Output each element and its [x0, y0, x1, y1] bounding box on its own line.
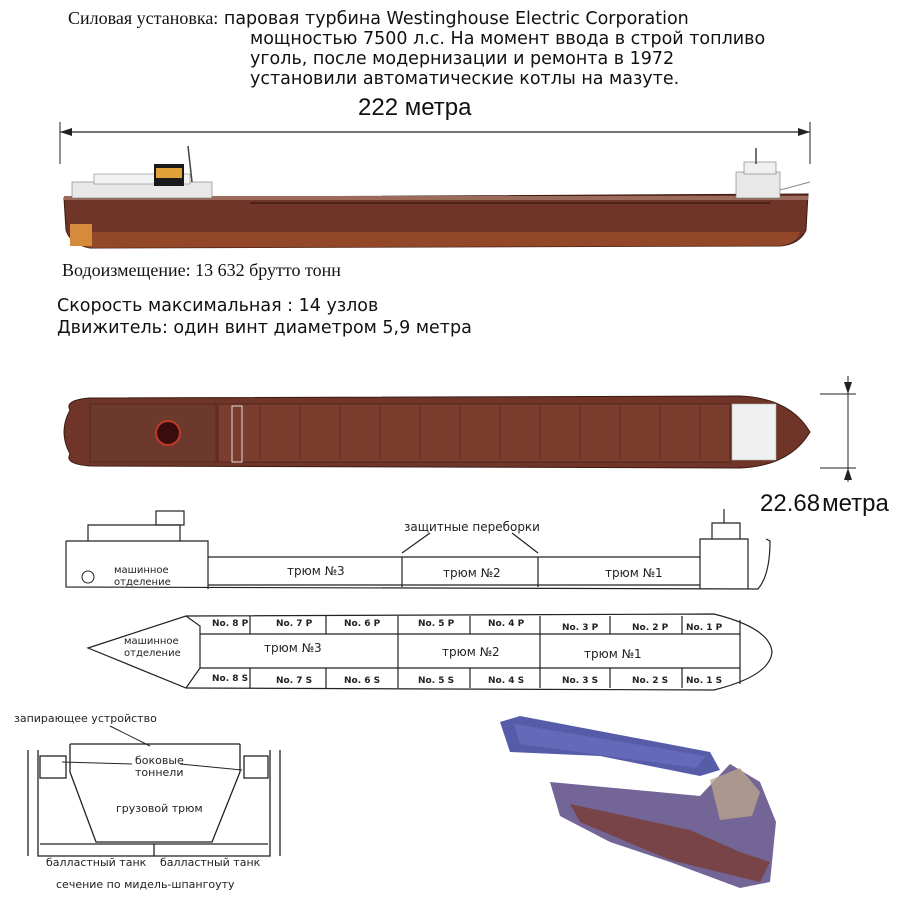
section-tunnel-left: [39, 755, 67, 779]
bulkhead-pointer-2: [511, 532, 539, 554]
port-tank-5: No. 5 P: [418, 619, 455, 629]
funnel-band: [156, 168, 182, 178]
beam-arrow-bottom-icon: [844, 468, 852, 480]
power-plant-line-3: уголь, после модернизации и ремонта в 19…: [250, 49, 675, 69]
profile-funnel: [155, 510, 185, 526]
profile-bulkheads-label: защитные переборки: [404, 520, 540, 534]
stbd-tank-labels: No. 8 S No. 7 S No. 6 S No. 5 S No. 4 S …: [212, 674, 722, 686]
plan-engine-room-line-2: отделение: [124, 648, 181, 659]
port-tank-1: No. 1 P: [686, 623, 723, 633]
top-forecastle: [731, 403, 777, 461]
arrowhead-left-icon: [60, 128, 72, 136]
power-plant-line-2: мощностью 7500 л.с. На момент ввода в ст…: [250, 29, 766, 49]
plan-engine-room-line-1: машинное: [124, 636, 179, 647]
bulkhead-pointer-1: [401, 532, 431, 554]
ballast-tank-right: балластный танк: [160, 856, 261, 869]
side-tunnels-line-2: тоннели: [135, 766, 183, 779]
profile-hold-2: трюм №2: [443, 566, 501, 580]
top-view-illustration: [63, 376, 856, 482]
max-speed-text: Скорость максимальная : 14 узлов: [57, 296, 379, 316]
beam-arrow-top-icon: [844, 382, 852, 394]
propulsion-text: Движитель: один винт диаметром 5,9 метра: [57, 318, 472, 338]
top-aft-superstructure-deck: [89, 403, 217, 463]
profile-engine-room-line-2: отделение: [114, 577, 171, 588]
beam-unit: метра: [822, 490, 889, 517]
side-tunnels-line-1: боковые: [135, 754, 184, 767]
plan-inner-hull: [185, 615, 201, 689]
stbd-tank-8: No. 8 S: [212, 674, 248, 684]
side-deck-line: [64, 196, 808, 200]
top-funnel: [155, 420, 181, 446]
aft-mast: [187, 145, 193, 183]
port-tank-2: No. 2 P: [632, 623, 669, 633]
top-deck-cargo: [217, 403, 731, 463]
side-view-illustration: [59, 122, 811, 249]
stbd-tank-7: No. 7 S: [276, 676, 312, 686]
stbd-tank-3: No. 3 S: [562, 676, 598, 686]
power-plant-text: Силовая установка: паровая турбина Westi…: [68, 8, 765, 89]
displacement-text: Водоизмещение: 13 632 брутто тонн: [62, 260, 341, 280]
aft-deckhouse: [93, 173, 191, 185]
wreck-illustration: [500, 716, 776, 888]
plan-hold-1: трюм №1: [584, 647, 642, 661]
beam-label: 22.68метра: [760, 490, 889, 518]
plan-hold-2: трюм №2: [442, 645, 500, 659]
length-label: 222 метра: [358, 94, 472, 121]
cargo-hold-label: грузовой трюм: [116, 802, 203, 815]
plan-hull-outline: [86, 613, 773, 691]
side-hull-bottom: [70, 232, 800, 248]
port-tank-labels: No. 8 P No. 7 P No. 6 P No. 5 P No. 4 P …: [212, 619, 723, 633]
rudder-shape: [70, 224, 92, 246]
beam-value: 22.68: [760, 490, 821, 517]
port-tank-4: No. 4 P: [488, 619, 525, 629]
profile-aft-deckhouse: [87, 524, 181, 541]
section-hatch-sides: [69, 744, 241, 750]
ballast-tank-left: балластный танк: [46, 856, 147, 869]
port-tank-8: No. 8 P: [212, 619, 249, 629]
wreck-superstructure: [710, 768, 760, 820]
plan-diagram: No. 8 P No. 7 P No. 6 P No. 5 P No. 4 P …: [86, 613, 773, 691]
fwd-bow-rail: [779, 181, 811, 191]
arrowhead-right-icon: [798, 128, 810, 136]
profile-fwd-house: [699, 538, 749, 589]
profile-hold-3: трюм №3: [287, 564, 345, 578]
fwd-pilothouse: [743, 161, 777, 175]
locking-device-label: запирающее устройство: [14, 712, 157, 725]
tunnel-arrow-right-icon: [179, 763, 243, 771]
port-tank-6: No. 6 P: [344, 619, 381, 629]
wreck-hull-rust: [570, 804, 770, 882]
power-plant-line-4: установили автоматические котлы на мазут…: [250, 69, 680, 89]
side-hatches: [250, 202, 770, 204]
stbd-tank-1: No. 1 S: [686, 676, 722, 686]
speed-text-block: Скорость максимальная : 14 узлов Движите…: [57, 295, 472, 339]
power-plant-label: Силовая установка:: [68, 8, 219, 28]
profile-hold-1: трюм №1: [605, 566, 663, 580]
profile-diagram: защитные переборки машинное отделение тр…: [65, 509, 771, 590]
locking-pointer: [109, 725, 151, 747]
profile-aft-house: [66, 540, 209, 589]
top-hatch-covers: [259, 406, 701, 460]
profile-hull-outline: [65, 538, 771, 590]
stbd-tank-2: No. 2 S: [632, 676, 668, 686]
section-caption: сечение по мидель-шпангоуту: [56, 878, 235, 891]
port-tank-7: No. 7 P: [276, 619, 313, 629]
port-tank-3: No. 3 P: [562, 623, 599, 633]
fwd-superstructure: [735, 171, 781, 199]
power-plant-line-1: паровая турбина Westinghouse Electric Co…: [223, 9, 689, 29]
midship-section-diagram: запирающее устройство боковые тоннели гр…: [14, 712, 281, 891]
profile-propeller-icon: [81, 570, 95, 584]
plan-hold-3: трюм №3: [264, 641, 322, 655]
profile-engine-room-line-1: машинное: [114, 565, 169, 576]
profile-fwd-pilothouse: [711, 522, 741, 539]
top-ladders: [231, 405, 243, 463]
section-tunnel-right: [243, 755, 269, 779]
stbd-tank-4: No. 4 S: [488, 676, 524, 686]
section-cargo-hold: [69, 750, 241, 843]
stbd-tank-6: No. 6 S: [344, 676, 380, 686]
aft-superstructure: [71, 181, 213, 199]
wreck-bow-deck: [514, 724, 706, 768]
tunnel-arrow-left-icon: [61, 761, 133, 765]
stbd-tank-5: No. 5 S: [418, 676, 454, 686]
